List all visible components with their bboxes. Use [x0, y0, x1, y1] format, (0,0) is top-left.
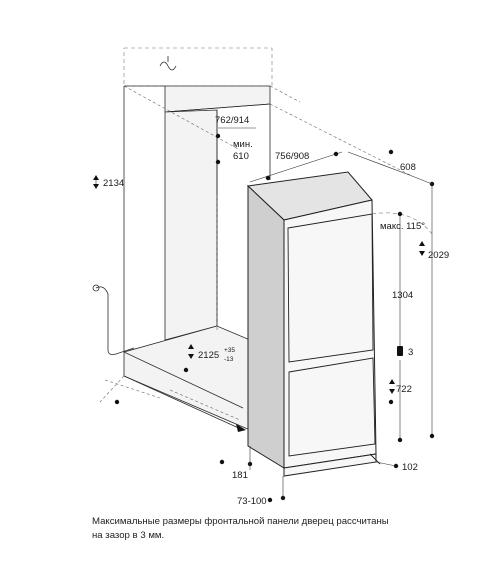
label-plinth-height: 73-100	[237, 496, 267, 507]
label-side-offset: 181	[232, 470, 248, 481]
ceiling-connection-icon	[159, 61, 177, 71]
label-door-angle: макс. 115°	[380, 221, 425, 232]
niche-floor	[123, 325, 251, 431]
arrow-up-icon	[93, 175, 99, 180]
door-swing-arc	[371, 212, 433, 235]
left-panel	[164, 109, 218, 341]
floor-arrow	[236, 424, 246, 432]
fridge	[246, 171, 433, 477]
arrow-down-icon	[93, 184, 99, 189]
label-niche-depth: 762/914	[215, 115, 249, 126]
niche-structure	[92, 47, 413, 432]
dimension-labels: 2134 762/914 мин. 610 756/908 608 макс. …	[103, 115, 449, 507]
water-hose	[95, 286, 135, 355]
lower-door	[288, 357, 376, 457]
label-appliance-height: 2029	[428, 250, 449, 261]
label-min: мин.	[233, 139, 253, 150]
upper-door	[287, 213, 374, 363]
label-plinth-depth: 102	[402, 462, 418, 473]
label-width-range: 756/908	[275, 151, 309, 162]
caption: Максимальные размеры фронтальной панели …	[92, 515, 492, 543]
label-appliance-depth: 608	[400, 162, 416, 173]
fridge-front-face	[283, 199, 377, 469]
label-top-door-height: 1304	[392, 290, 413, 301]
label-vent-minus: -13	[224, 356, 234, 363]
label-door-gap: 3	[408, 347, 413, 358]
label-min-value: 610	[233, 151, 249, 162]
label-niche-height: 2134	[103, 178, 124, 189]
caption-line-1: Максимальные размеры фронтальной панели …	[92, 516, 389, 527]
label-bottom-door-height: 722	[396, 384, 412, 395]
label-vent-plus: +35	[224, 347, 235, 354]
dimension-lines	[93, 85, 435, 503]
caption-line-2: на зазор в 3 мм.	[92, 530, 165, 541]
fridge-side-face	[247, 184, 285, 469]
water-tap-icon	[92, 284, 100, 292]
label-vent-height: 2125	[198, 350, 219, 361]
ceiling-plate-outline	[123, 47, 273, 87]
